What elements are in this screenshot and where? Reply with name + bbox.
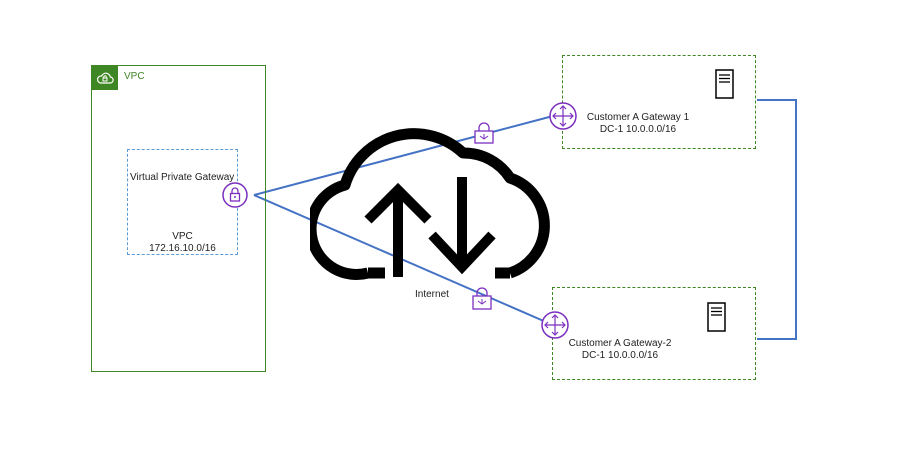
data-center-2-box — [552, 287, 756, 380]
router-icon[interactable] — [541, 311, 569, 339]
server-icon — [715, 69, 734, 99]
vpn-line-gateway-1 — [253, 115, 554, 196]
server-icon — [707, 302, 726, 332]
cloud-up-down-arrows-icon — [310, 128, 550, 280]
vpn-lock-icon — [472, 287, 492, 310]
gateway-2-name: Customer A Gateway-2 — [568, 338, 672, 349]
vpn-lock-icon — [474, 122, 494, 144]
vgw-label: Virtual Private Gateway — [130, 172, 235, 183]
gateway-2-subnet: DC-1 10.0.0.0/16 — [581, 350, 659, 361]
padlock-icon[interactable] — [222, 182, 248, 208]
vgw-cidr: 172.16.10.0/16 — [149, 243, 216, 254]
router-icon[interactable] — [549, 102, 577, 130]
gateway-1-subnet: DC-1 10.0.0.0/16 — [599, 124, 677, 135]
vgw-vpc-label: VPC — [172, 231, 193, 242]
vpc-badge — [91, 65, 118, 90]
dc-interconnect-line — [757, 99, 797, 340]
internet-label: Internet — [415, 289, 449, 300]
data-center-1-box — [562, 55, 756, 149]
vpc-title: VPC — [124, 71, 145, 82]
cloud-lock-icon — [96, 72, 114, 84]
gateway-1-name: Customer A Gateway 1 — [586, 112, 690, 123]
vpc-container — [91, 65, 266, 372]
